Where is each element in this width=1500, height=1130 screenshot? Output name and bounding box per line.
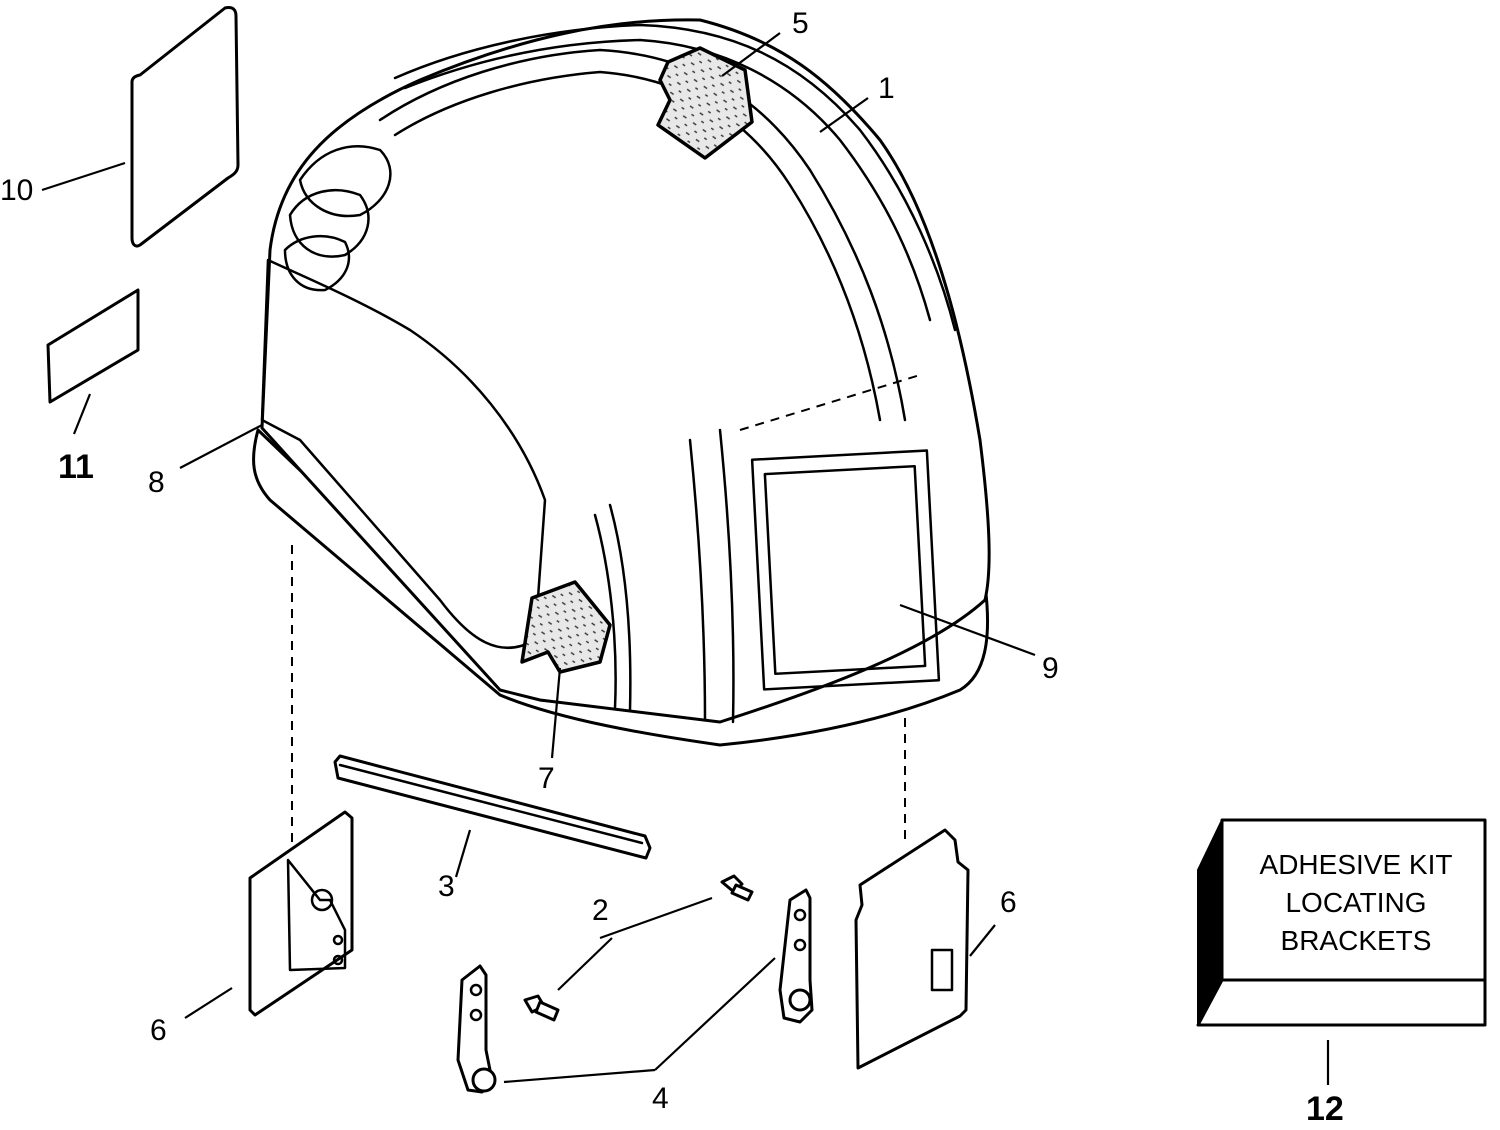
engine-cover <box>252 18 991 747</box>
locating-bracket-left <box>456 964 497 1094</box>
callout-5: 5 <box>792 7 809 40</box>
screw-lower <box>523 994 560 1022</box>
kit-box-line2: LOCATING <box>1285 887 1426 918</box>
leader-lines <box>41 32 1330 1085</box>
callout-3: 3 <box>438 870 455 903</box>
decal-11 <box>46 288 140 404</box>
screw-upper <box>720 874 754 902</box>
callout-1: 1 <box>878 72 895 105</box>
callout-8: 8 <box>148 466 165 499</box>
locating-bracket-right <box>778 888 814 1024</box>
callout-6-right: 6 <box>1000 886 1017 919</box>
callout-12: 12 <box>1306 1090 1344 1128</box>
callout-4: 4 <box>652 1082 669 1115</box>
bracket-panel-right <box>854 828 970 1070</box>
callout-11: 11 <box>58 448 94 486</box>
seal-strip <box>333 754 652 860</box>
kit-box-line1: ADHESIVE KIT <box>1260 849 1453 880</box>
adhesive-kit-box: ADHESIVE KIT LOCATING BRACKETS <box>1196 818 1487 1027</box>
decal-10 <box>130 6 240 248</box>
bracket-panel-left <box>248 810 354 1017</box>
callout-9: 9 <box>1042 652 1059 685</box>
callout-2: 2 <box>592 894 609 927</box>
callout-6-left: 6 <box>150 1014 167 1047</box>
callout-10: 10 <box>0 174 33 207</box>
kit-box-line3: BRACKETS <box>1281 925 1432 956</box>
callout-7: 7 <box>538 762 555 795</box>
